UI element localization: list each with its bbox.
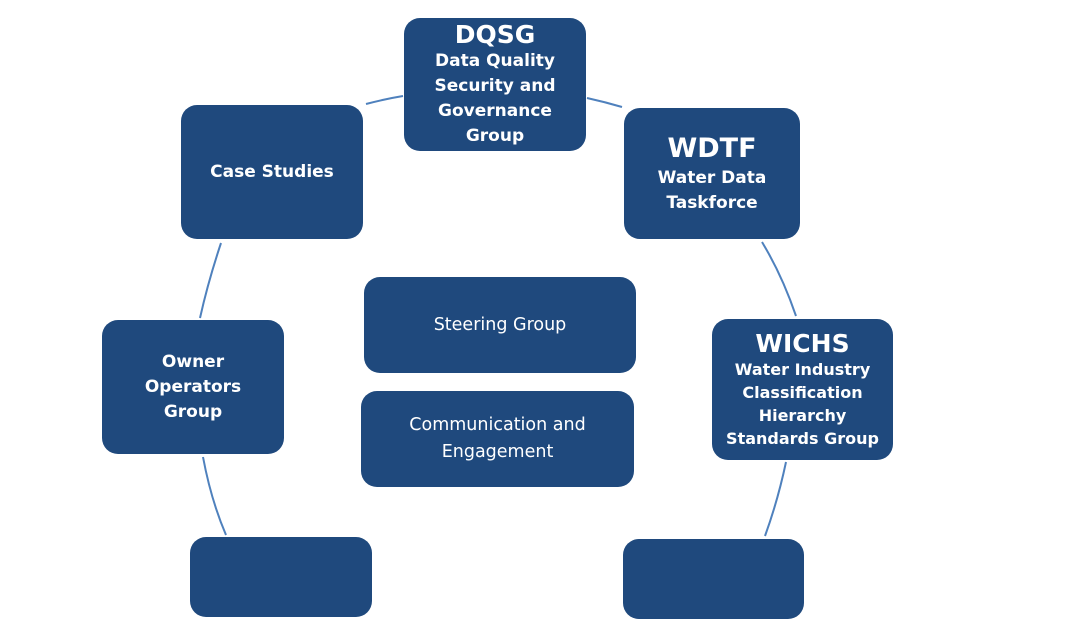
steering-group-label: Steering Group xyxy=(433,314,567,335)
dqsg-abbr: DQSG xyxy=(454,19,536,49)
dqsg-box: DQSG Data Quality Security and Governanc… xyxy=(404,18,586,151)
steering-group-box: Steering Group xyxy=(364,277,636,373)
dqsg-desc: Data Quality Security and Governance Gro… xyxy=(434,50,556,146)
owner-operators-label: Owner Operators Group xyxy=(144,351,242,422)
wdtf-abbr: WDTF xyxy=(667,132,757,164)
connector-case-owner xyxy=(199,242,222,319)
connector-dqsg-wdtf xyxy=(586,97,623,108)
bottom-left-box xyxy=(190,537,372,617)
owner-operators-box: Owner Operators Group xyxy=(102,320,284,454)
communication-engagement-label: Communication and Engagement xyxy=(409,415,586,462)
wdtf-box: WDTF Water Data Taskforce xyxy=(624,108,800,239)
case-studies-box: Case Studies xyxy=(181,105,363,239)
connector-ring xyxy=(199,95,797,537)
connector-wdtf-wichs xyxy=(761,241,797,317)
case-studies-label: Case Studies xyxy=(210,161,334,182)
wichs-box: WICHS Water Industry Classification Hier… xyxy=(712,319,893,460)
wdtf-desc: Water Data Taskforce xyxy=(657,167,767,213)
wichs-abbr: WICHS xyxy=(755,328,850,358)
connector-case-dqsg xyxy=(365,95,404,105)
connector-owner-bottomleft xyxy=(202,456,227,536)
connector-wichs-bottomright xyxy=(764,461,787,537)
bottom-right-box xyxy=(623,539,804,619)
communication-engagement-box: Communication and Engagement xyxy=(361,391,634,487)
wichs-desc: Water Industry Classification Hierarchy … xyxy=(726,359,879,448)
